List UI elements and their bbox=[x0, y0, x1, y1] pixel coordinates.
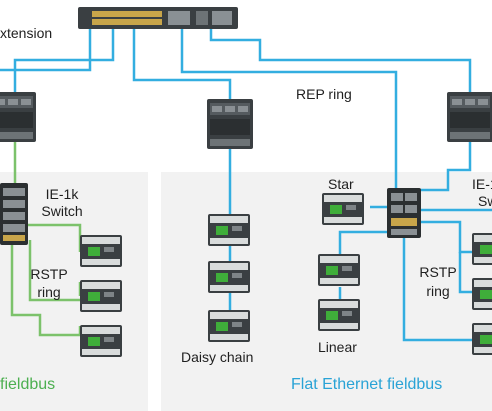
rack-device-left bbox=[0, 92, 36, 142]
label-daisy-chain: Daisy chain bbox=[181, 349, 254, 365]
label-ie-right-line2: Sw bbox=[478, 193, 492, 209]
io-module-linear-1 bbox=[318, 254, 360, 286]
io-module-star bbox=[322, 193, 364, 225]
rack-device-center bbox=[207, 99, 253, 149]
io-module-rstp-left-2 bbox=[80, 280, 122, 312]
label-ie1k-line1: IE-1k bbox=[45, 186, 79, 202]
label-rstp-right-line1: RSTP bbox=[419, 264, 457, 280]
ie1k-switch-left bbox=[0, 183, 28, 245]
io-module-rstp-left-1 bbox=[80, 235, 122, 267]
io-module-daisy-1 bbox=[208, 214, 250, 246]
io-module-rstp-left-3 bbox=[80, 325, 122, 357]
io-module-rstp-right-3 bbox=[472, 323, 492, 355]
io-module-daisy-2 bbox=[208, 261, 250, 293]
label-star: Star bbox=[328, 176, 354, 192]
label-linear: Linear bbox=[318, 339, 357, 355]
label-rstp-right-line2: ring bbox=[426, 283, 450, 299]
label-flat-ethernet-fieldbus: Flat Ethernet fieldbus bbox=[291, 376, 443, 393]
label-extension: xtension bbox=[0, 25, 53, 41]
label-ie1k-line2: Switch bbox=[41, 203, 83, 219]
io-module-daisy-3 bbox=[208, 310, 250, 342]
rack-device-right bbox=[447, 92, 492, 142]
io-module-rstp-right-1 bbox=[472, 233, 492, 265]
top-switch bbox=[78, 7, 238, 29]
label-rstp-left-line1: RSTP bbox=[30, 266, 68, 282]
label-ie-right-line1: IE-1 bbox=[472, 176, 492, 192]
label-fieldbus-left: fieldbus bbox=[0, 376, 56, 393]
io-module-rstp-right-2 bbox=[472, 278, 492, 310]
ie-switch-center bbox=[387, 188, 421, 238]
io-module-linear-2 bbox=[318, 299, 360, 331]
label-rstp-left-line2: ring bbox=[37, 284, 61, 300]
label-rep-ring: REP ring bbox=[296, 86, 352, 102]
